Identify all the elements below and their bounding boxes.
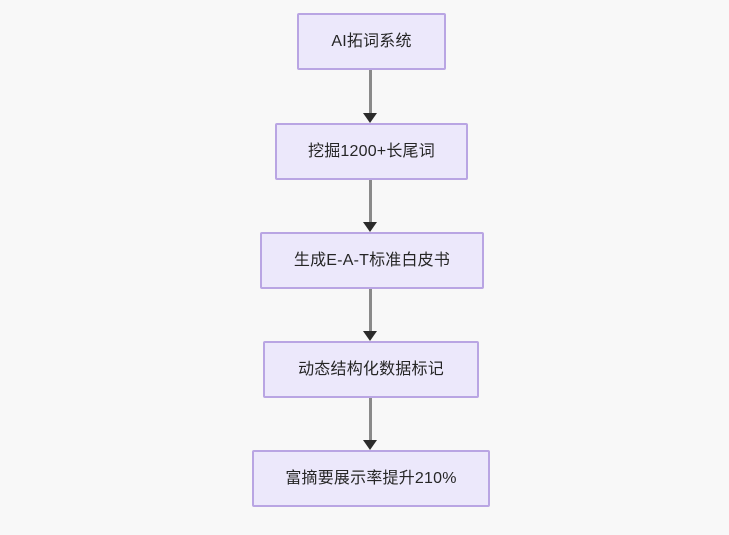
flowchart-node-generate-eat-whitepaper[interactable]: 生成E-A-T标准白皮书 xyxy=(260,232,484,289)
flowchart-node-ai-keyword-system[interactable]: AI拓词系统 xyxy=(297,13,446,70)
node-label: 富摘要展示率提升210% xyxy=(285,469,457,487)
flowchart-edge-3 xyxy=(369,398,372,441)
flowchart-node-dynamic-structured-data-markup[interactable]: 动态结构化数据标记 xyxy=(263,341,479,398)
node-label: 动态结构化数据标记 xyxy=(298,360,444,378)
arrow-down-icon xyxy=(363,440,377,450)
node-label: AI拓词系统 xyxy=(331,32,412,50)
flowchart-node-rich-snippet-impression-uplift[interactable]: 富摘要展示率提升210% xyxy=(252,450,490,507)
flowchart-node-mine-longtail-keywords[interactable]: 挖掘1200+长尾词 xyxy=(275,123,468,180)
flowchart-edge-1 xyxy=(369,180,372,223)
flowchart-edge-0 xyxy=(369,70,372,114)
arrow-down-icon xyxy=(363,113,377,123)
arrow-down-icon xyxy=(363,222,377,232)
node-label: 生成E-A-T标准白皮书 xyxy=(293,251,451,269)
flowchart-edge-2 xyxy=(369,289,372,332)
arrow-down-icon xyxy=(363,331,377,341)
node-label: 挖掘1200+长尾词 xyxy=(308,142,435,160)
